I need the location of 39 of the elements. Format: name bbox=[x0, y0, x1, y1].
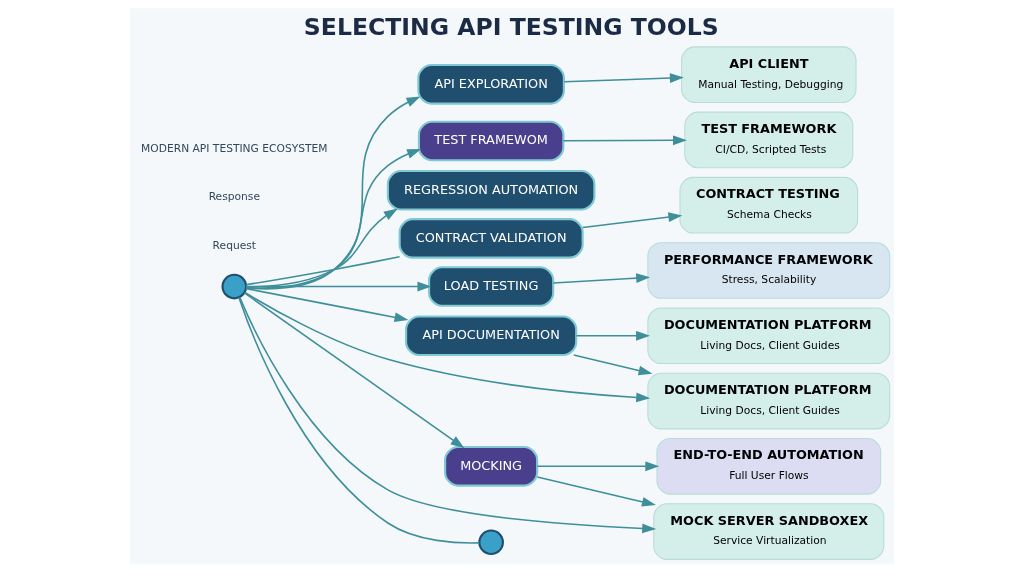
arrow bbox=[536, 476, 656, 507]
node-box: API CLIENT Manual Testing, Debugging bbox=[681, 46, 857, 104]
label: Response bbox=[208, 190, 260, 204]
arrow bbox=[243, 292, 465, 449]
node-box: DOCUMENTATION PLATFORM Living Docs, Client Guides bbox=[647, 372, 891, 430]
caption: MODERN API TESTING ECOSYSTEM bbox=[141, 142, 328, 156]
arrow bbox=[562, 135, 687, 146]
node-box: REGRESSION AUTOMATION bbox=[386, 169, 596, 211]
node-box: LOAD TESTING bbox=[428, 266, 555, 307]
connector bbox=[245, 256, 401, 286]
node-circle bbox=[478, 529, 504, 556]
connector bbox=[238, 296, 480, 544]
node-box: CONTRACT VALIDATION bbox=[398, 218, 584, 259]
arrow bbox=[552, 273, 651, 284]
node-circle bbox=[221, 273, 248, 300]
node-box: END-TO-END AUTOMATION Full User Flows bbox=[656, 437, 882, 495]
arrow bbox=[245, 287, 409, 323]
node-box: MOCK SERVER SANDBOXEX Service Virtualization bbox=[653, 503, 885, 560]
arrow bbox=[238, 296, 657, 534]
node-box: CONTRACT TESTING Schema Checks bbox=[679, 176, 859, 234]
arrow bbox=[582, 212, 683, 229]
arrow bbox=[572, 354, 653, 376]
arrow bbox=[245, 96, 421, 290]
arrow bbox=[563, 73, 684, 83]
arrow bbox=[245, 281, 432, 292]
arrow bbox=[575, 330, 650, 341]
node-box: TEST FRAMEWOM bbox=[417, 120, 565, 162]
arrow bbox=[245, 208, 398, 288]
node-box: API EXPLORATION bbox=[417, 63, 565, 105]
label: Request bbox=[212, 238, 257, 252]
node-box: DOCUMENTATION PLATFORM Living Docs, Client Guides bbox=[647, 307, 891, 365]
diagram-title: SELECTING API TESTING TOOLS bbox=[303, 12, 719, 41]
node-box: API DOCUMENTATION bbox=[405, 315, 578, 357]
node-box: PERFORMANCE FRAMEWORK Stress, Scalability bbox=[647, 242, 891, 299]
node-box: MOCKING bbox=[444, 445, 539, 487]
arrow bbox=[536, 461, 660, 472]
arrow bbox=[245, 148, 422, 289]
arrow bbox=[244, 291, 651, 403]
node-box: TEST FRAMEWORK CI/CD, Scripted Tests bbox=[684, 111, 854, 169]
